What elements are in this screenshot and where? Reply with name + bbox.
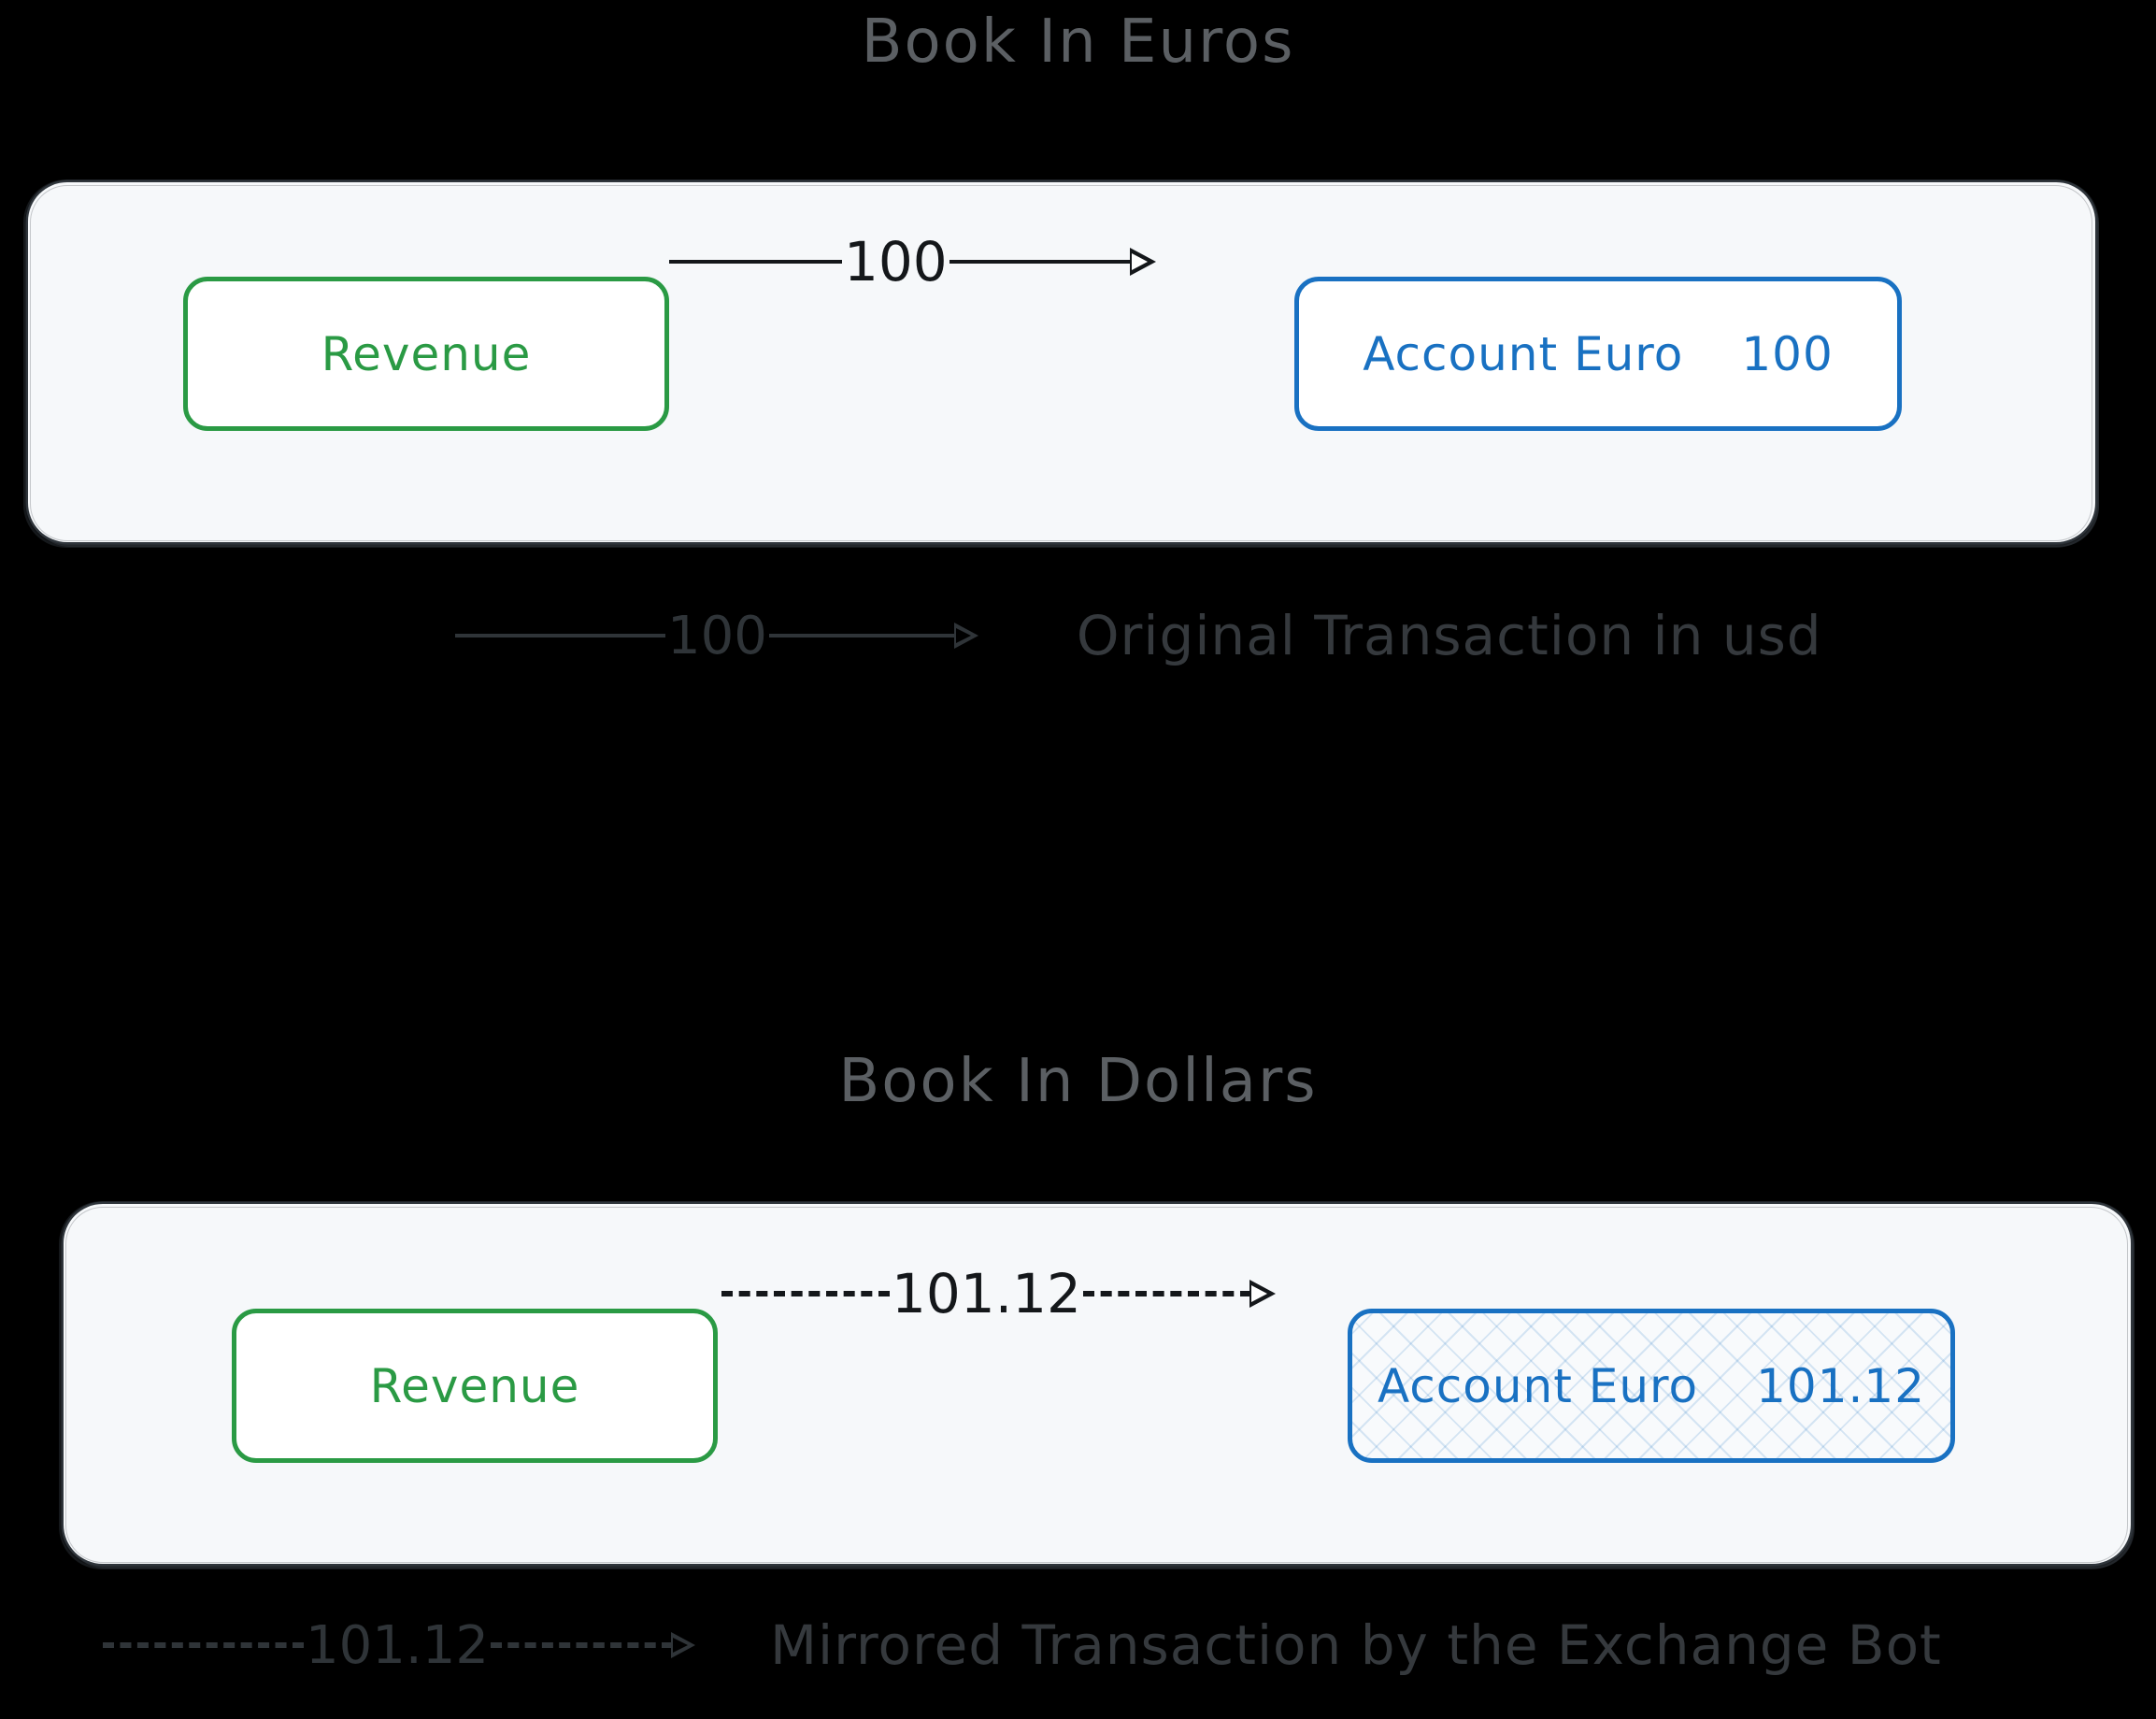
node-revenue-euros-label: Revenue: [321, 326, 532, 381]
edge-label-dollars: 101.12: [892, 1262, 1081, 1325]
legend-mirrored-amount: 101.12: [306, 1614, 489, 1676]
legend-original-amount: 100: [667, 605, 767, 666]
edge-line-left-dashed: [721, 1291, 890, 1296]
legend-original-text: Original Transaction in usd: [1076, 604, 1822, 667]
node-revenue-dollars[interactable]: Revenue: [232, 1309, 718, 1463]
node-account-euro-euros[interactable]: Account Euro 100: [1294, 277, 1902, 431]
group-title-euros: Book In Euros: [861, 7, 1295, 77]
node-account-euro-euros-label: Account Euro: [1363, 326, 1684, 381]
node-revenue-euros[interactable]: Revenue: [183, 277, 669, 431]
legend-original-transaction: 100 Original Transaction in usd: [455, 598, 1822, 673]
group-title-dollars: Book In Dollars: [838, 1047, 1318, 1116]
arrow-head-icon: [1129, 248, 1156, 276]
legend-line-right-dashed: [490, 1642, 673, 1648]
node-account-euro-dollars-label: Account Euro: [1377, 1358, 1699, 1413]
legend-line-right: [768, 634, 956, 637]
legend-mirrored-transaction: 101.12 Mirrored Transaction by the Excha…: [103, 1608, 1942, 1683]
legend-mirrored-text: Mirrored Transaction by the Exchange Bot: [769, 1613, 1942, 1677]
edge-line-right-dashed: [1082, 1291, 1251, 1296]
arrow-head-icon: [1249, 1280, 1276, 1308]
legend-line-left: [455, 634, 665, 637]
legend-arrow-head-icon: [953, 623, 978, 649]
edge-revenue-to-account-dollars: 101.12: [721, 1262, 1276, 1325]
node-revenue-dollars-label: Revenue: [369, 1358, 580, 1413]
legend-arrow-head-icon: [670, 1632, 695, 1658]
node-account-euro-dollars[interactable]: Account Euro 101.12: [1348, 1309, 1955, 1463]
edge-label-euros: 100: [844, 230, 948, 294]
edge-revenue-to-account-euros: 100: [669, 230, 1156, 294]
edge-line-left: [669, 260, 842, 264]
node-account-euro-euros-amount: 100: [1741, 326, 1834, 381]
edge-line-right: [949, 260, 1132, 264]
node-account-euro-dollars-amount: 101.12: [1756, 1358, 1926, 1413]
legend-line-left-dashed: [103, 1642, 304, 1648]
